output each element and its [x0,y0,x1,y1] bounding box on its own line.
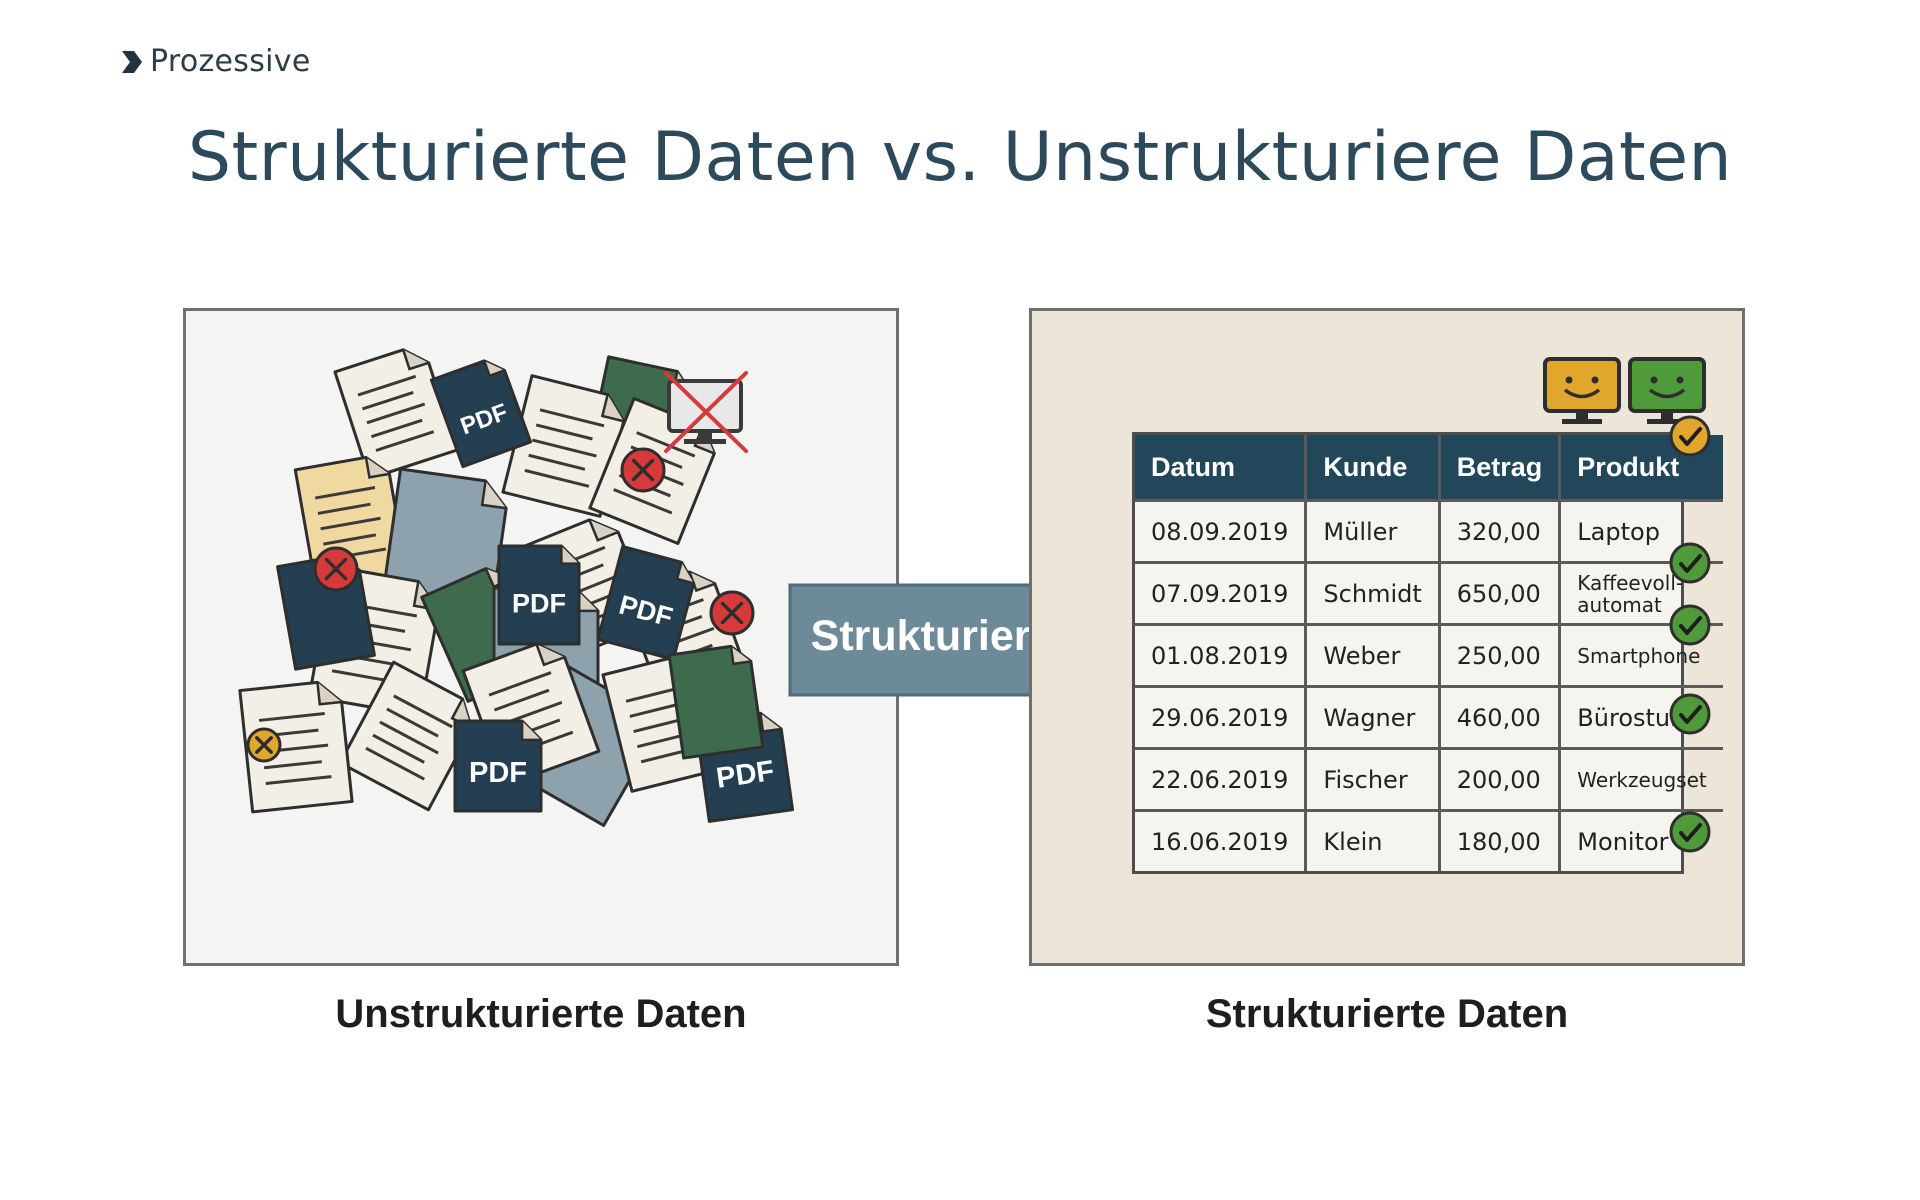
table-cell: 22.06.2019 [1135,747,1308,811]
brand-logo: Prozessive [120,44,311,79]
table-cell: 250,00 [1439,623,1562,687]
unstructured-data-panel: PDF PDF PDF PDF PDF [183,308,899,966]
pdf-label: PDF [512,589,566,619]
table-cell: Smartphone [1559,623,1723,687]
table-cell: Laptop [1559,499,1723,563]
table-cell: Fischer [1305,747,1441,811]
table-row: 07.09.2019 Schmidt 650,00 Kaffeevoll-aut… [1135,561,1723,625]
table-cell: 07.09.2019 [1135,561,1308,625]
error-x-icon [620,447,666,493]
table-cell: Monitor [1559,809,1723,871]
table-cell: 29.06.2019 [1135,685,1308,749]
pdf-document-icon: PDF [497,544,581,646]
unstructured-data-caption: Unstrukturierte Daten [335,992,747,1036]
happy-monitor-icon [1543,357,1621,424]
table-row: 16.06.2019 Klein 180,00 Monitor [1135,809,1723,871]
table-cell: Werkzeugset [1559,747,1723,811]
table-cell: Klein [1305,809,1441,871]
table-cell: 16.06.2019 [1135,809,1308,871]
table-cell: Weber [1305,623,1441,687]
table-row: 01.08.2019 Weber 250,00 Smartphone [1135,623,1723,687]
table-cell: 650,00 [1439,561,1562,625]
table-cell: 01.08.2019 [1135,623,1308,687]
table-header-row: Datum Kunde Betrag Produkt [1135,435,1723,501]
column-header-produkt: Produkt [1559,435,1723,501]
pdf-label: PDF [714,755,776,795]
document-icon [667,644,765,760]
document-icon [338,660,474,812]
table-cell: Kaffeevoll-automat [1559,561,1723,625]
column-header-datum: Datum [1135,435,1308,501]
table-cell: 200,00 [1439,747,1562,811]
table-cell: 08.09.2019 [1135,499,1308,563]
table-cell: Bürostuhl [1559,685,1723,749]
document-icon [333,348,459,480]
happy-monitor-icon [1628,357,1706,424]
table-cell: 180,00 [1439,809,1562,871]
structured-data-table: Datum Kunde Betrag Produkt 08.09.2019 Mü… [1132,432,1723,874]
pdf-document-icon: PDF [453,719,543,813]
document-icon [501,374,626,518]
broken-monitor-icon [664,371,748,453]
table-row: 22.06.2019 Fischer 200,00 Werkzeugset [1135,747,1723,811]
error-x-icon [709,590,755,636]
brand-name: Prozessive [150,44,311,79]
table-cell: Müller [1305,499,1441,563]
table-cell: 460,00 [1439,685,1562,749]
pdf-document-icon: PDF [429,359,533,469]
table-cell: Wagner [1305,685,1441,749]
column-header-kunde: Kunde [1305,435,1441,501]
table-cell: 320,00 [1439,499,1562,563]
document-pile-illustration: PDF PDF PDF PDF PDF [238,348,795,827]
table-row: 29.06.2019 Wagner 460,00 Bürostuhl [1135,685,1723,749]
warning-x-icon [246,727,282,763]
table-row: 08.09.2019 Müller 320,00 Laptop [1135,499,1723,563]
error-x-icon [313,546,359,592]
structured-data-caption: Strukturierte Daten [1205,992,1569,1036]
table-cell: Schmidt [1305,561,1441,625]
column-header-betrag: Betrag [1439,435,1562,501]
page-title: Strukturierte Daten vs. Unstrukturiere D… [187,118,1733,197]
chevron-right-icon [122,50,142,73]
pdf-label: PDF [469,757,527,789]
pdf-document-icon: PDF [596,545,696,661]
